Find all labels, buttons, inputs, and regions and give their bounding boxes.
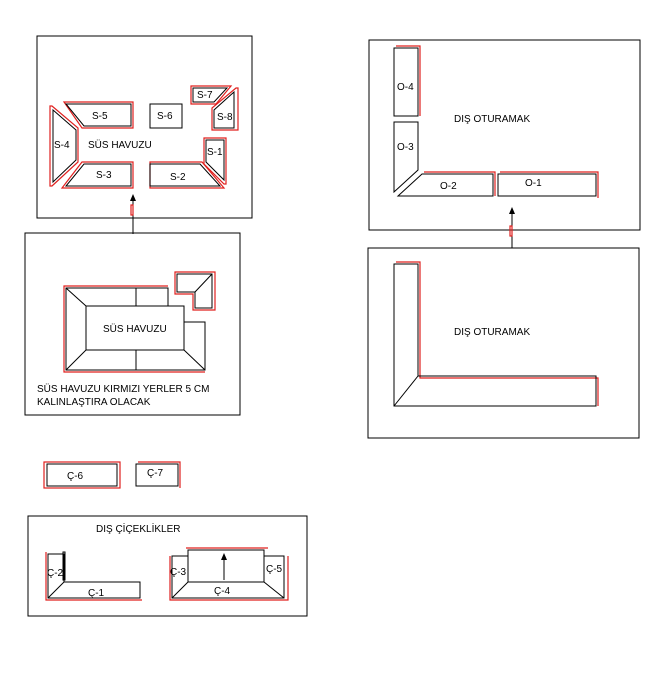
label-c2: Ç-2 — [47, 568, 64, 579]
label-o2: O-2 — [440, 181, 457, 192]
label-c1: Ç-1 — [88, 588, 105, 599]
label-c5: Ç-5 — [266, 564, 283, 575]
label-s6: S-6 — [157, 111, 173, 122]
part-s6: S-6 — [149, 103, 183, 129]
label-o1: O-1 — [525, 178, 542, 189]
panel-seating-assembled: DIŞ OTURAMAK — [367, 247, 640, 439]
panel-frame — [24, 232, 241, 416]
label-o4: O-4 — [397, 82, 414, 93]
arrow-seating — [509, 207, 515, 248]
label-s3: S-3 — [96, 170, 112, 181]
part-s3: S-3 — [60, 161, 134, 189]
part-o2: O-2 — [396, 171, 496, 197]
panel-frame — [27, 515, 308, 617]
part-s1: S-1 — [203, 137, 227, 185]
panel-a-title: SÜS HAVUZU — [88, 139, 152, 151]
panel-b-title: SÜS HAVUZU — [103, 323, 167, 335]
part-c2-c1: Ç-2 Ç-1 — [45, 551, 142, 601]
note-line-1: SÜS HAVUZU KIRMIZI YERLER 5 CM — [37, 383, 209, 395]
arrow-pool — [130, 194, 136, 234]
label-c6: Ç-6 — [67, 471, 84, 482]
label-s1: S-1 — [207, 147, 223, 158]
part-c6: Ç-6 — [43, 461, 121, 489]
panel-frame — [367, 247, 640, 439]
panel-frame — [36, 35, 253, 219]
part-s2: S-2 — [149, 161, 226, 189]
part-c7: Ç-7 — [135, 461, 181, 488]
part-s5: S-5 — [62, 101, 134, 129]
part-s4: S-4 — [49, 105, 79, 187]
label-s5: S-5 — [92, 111, 108, 122]
label-s2: S-2 — [170, 172, 186, 183]
label-s8: S-8 — [217, 112, 233, 123]
label-s7: S-7 — [197, 90, 213, 101]
panel-pool-parts: S-5 S-6 S-7 S-8 S-4 S-1 — [36, 35, 253, 219]
part-s7: S-7 — [190, 85, 233, 105]
panel-seating-parts: O-4 O-3 O-2 O-1 DIŞ OTURAMAK — [368, 39, 641, 231]
label-c7: Ç-7 — [147, 468, 164, 479]
label-o3: O-3 — [397, 142, 414, 153]
part-c3-c4-c5: Ç-3 Ç-4 Ç-5 — [169, 547, 289, 601]
label-s4: S-4 — [54, 140, 70, 151]
panel-planters: DIŞ ÇİÇEKLİKLER Ç-2 Ç-1 Ç-3 Ç-4 Ç-5 — [27, 515, 308, 617]
part-o1: O-1 — [497, 171, 599, 198]
panel-frame — [368, 39, 641, 231]
label-c4: Ç-4 — [214, 586, 231, 597]
part-o3: O-3 — [393, 121, 419, 194]
panel-d-title: DIŞ OTURAMAK — [454, 327, 530, 338]
panel-pool-assembled: SÜS HAVUZU SÜS HAVUZU KIRMIZI YERLER 5 C… — [24, 232, 241, 416]
label-c3: Ç-3 — [170, 567, 187, 578]
note-line-2: KALINLAŞTIRA OLACAK — [37, 397, 151, 408]
part-s8: S-8 — [211, 87, 239, 131]
panel-c-title: DIŞ OTURAMAK — [454, 114, 530, 125]
panel-e-title: DIŞ ÇİÇEKLİKLER — [96, 522, 180, 535]
part-o4: O-4 — [393, 45, 421, 117]
